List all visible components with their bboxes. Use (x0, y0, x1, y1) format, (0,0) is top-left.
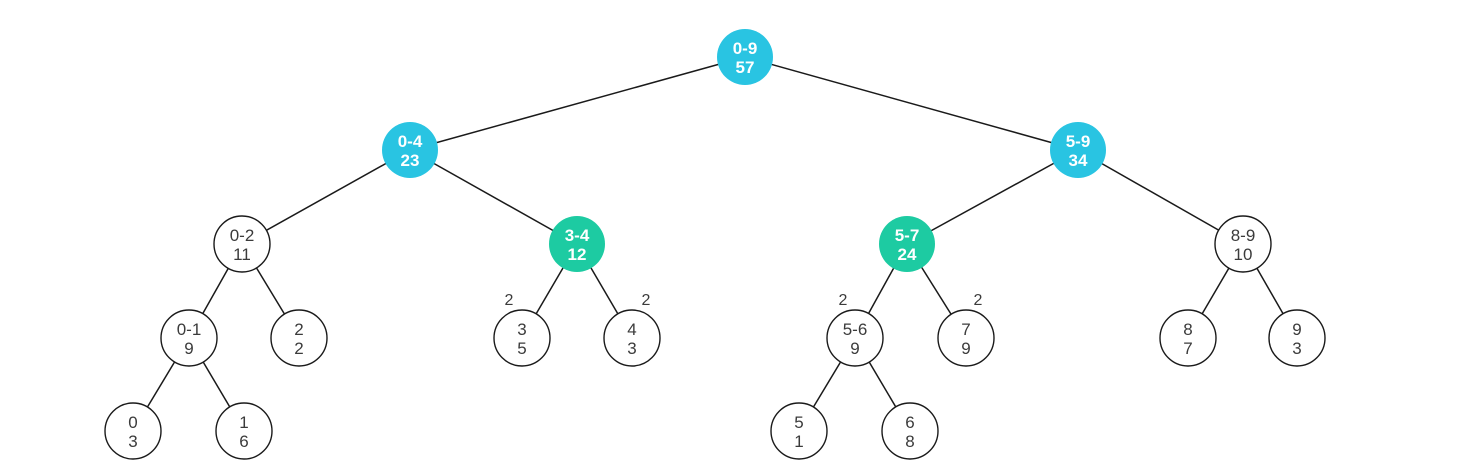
node-circle (160, 309, 218, 367)
node-circle (937, 309, 995, 367)
node-circle (270, 309, 328, 367)
node-range-label: 0-2 (230, 226, 255, 245)
tree-node-n0_9: 0-957 (717, 29, 773, 85)
node-range-label: 5-7 (895, 226, 920, 245)
node-value-label: 7 (1183, 339, 1192, 358)
node-range-label: 3-4 (565, 226, 590, 245)
tree-node-n5_6: 5-69 (826, 309, 884, 367)
node-circle (1050, 122, 1106, 178)
tree-node-n0_4: 0-423 (382, 122, 438, 178)
edge-label-0: 2 (505, 292, 514, 309)
tree-edge-n5_9-n5_7 (906, 149, 1079, 245)
node-range-label: 5-9 (1066, 132, 1091, 151)
node-circle (1214, 215, 1272, 273)
tree-edge-n0_4-n3_4 (409, 149, 578, 245)
node-range-label: 1 (239, 413, 248, 432)
node-circle (881, 402, 939, 460)
tree-node-n2: 22 (270, 309, 328, 367)
tree-edge-n5_9-n8_9 (1077, 149, 1244, 245)
node-value-label: 6 (239, 432, 248, 451)
node-value-label: 1 (794, 432, 803, 451)
node-range-label: 3 (517, 320, 526, 339)
node-range-label: 8-9 (1231, 226, 1256, 245)
node-value-label: 34 (1069, 151, 1088, 170)
tree-node-n7: 79 (937, 309, 995, 367)
node-range-label: 7 (961, 320, 970, 339)
edge-label-2: 2 (839, 292, 848, 309)
node-value-label: 9 (961, 339, 970, 358)
tree-node-n1: 16 (215, 402, 273, 460)
node-range-label: 5-6 (843, 320, 868, 339)
node-circle (826, 309, 884, 367)
edge-label-1: 2 (642, 292, 651, 309)
node-value-label: 3 (1292, 339, 1301, 358)
node-range-label: 6 (905, 413, 914, 432)
node-range-label: 2 (294, 320, 303, 339)
tree-node-n0_2: 0-211 (213, 215, 271, 273)
node-range-label: 9 (1292, 320, 1301, 339)
node-circle (1159, 309, 1217, 367)
tree-edge-n0_4-n0_2 (241, 149, 411, 245)
node-range-label: 4 (627, 320, 636, 339)
tree-node-n5_9: 5-934 (1050, 122, 1106, 178)
node-circle (1268, 309, 1326, 367)
node-value-label: 3 (128, 432, 137, 451)
node-value-label: 11 (233, 245, 251, 264)
tree-edge-n0_9-n0_4 (409, 56, 746, 151)
edge-label-3: 2 (974, 292, 983, 309)
node-circle (879, 216, 935, 272)
tree-node-n8_9: 8-910 (1214, 215, 1272, 273)
tree-node-n0_1: 0-19 (160, 309, 218, 367)
node-range-label: 0-9 (733, 39, 758, 58)
node-circle (770, 402, 828, 460)
tree-node-n5: 51 (770, 402, 828, 460)
node-value-label: 5 (517, 339, 526, 358)
node-range-label: 8 (1183, 320, 1192, 339)
node-range-label: 5 (794, 413, 803, 432)
node-range-label: 0-4 (398, 132, 423, 151)
node-circle (549, 216, 605, 272)
tree-edge-n0_9-n5_9 (744, 56, 1079, 151)
tree-node-n4: 43 (603, 309, 661, 367)
node-circle (104, 402, 162, 460)
node-value-label: 3 (627, 339, 636, 358)
node-circle (213, 215, 271, 273)
tree-node-n5_7: 5-724 (879, 216, 935, 272)
node-circle (493, 309, 551, 367)
tree-node-n9: 93 (1268, 309, 1326, 367)
tree-node-n3_4: 3-412 (549, 216, 605, 272)
node-circle (215, 402, 273, 460)
node-value-label: 57 (736, 58, 755, 77)
tree-node-n0: 03 (104, 402, 162, 460)
node-value-label: 12 (568, 245, 587, 264)
node-value-label: 2 (294, 339, 303, 358)
tree-node-n8: 87 (1159, 309, 1217, 367)
node-value-label: 9 (850, 339, 859, 358)
node-circle (717, 29, 773, 85)
node-value-label: 8 (905, 432, 914, 451)
node-circle (382, 122, 438, 178)
node-value-label: 9 (184, 339, 193, 358)
node-value-label: 23 (401, 151, 420, 170)
node-circle (603, 309, 661, 367)
node-range-label: 0-1 (177, 320, 202, 339)
node-value-label: 24 (898, 245, 917, 264)
tree-node-n3: 35 (493, 309, 551, 367)
node-value-label: 10 (1234, 245, 1253, 264)
node-range-label: 0 (128, 413, 137, 432)
tree-node-n6: 68 (881, 402, 939, 460)
